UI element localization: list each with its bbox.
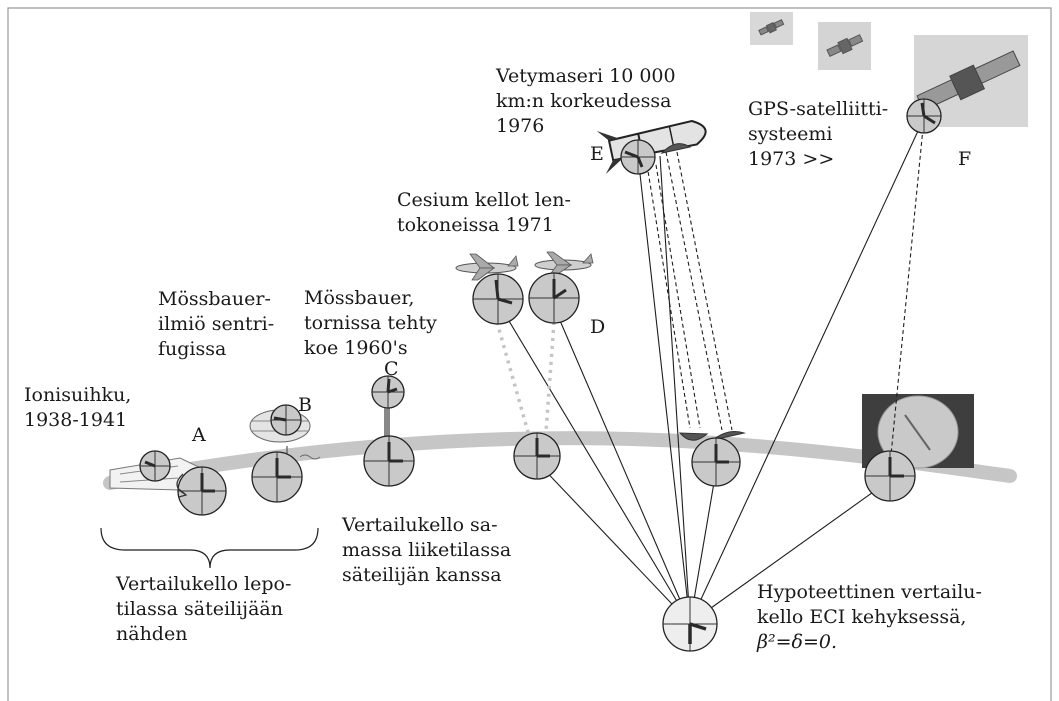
clock-d-ground — [513, 432, 561, 480]
label-cesium-airplanes: Cesium kellot len- tokoneissa 1971 — [397, 189, 571, 236]
point-label-b: B — [298, 394, 312, 416]
point-label-a: A — [192, 424, 206, 446]
satellite-icon — [750, 12, 793, 45]
clock-a — [177, 466, 227, 516]
clock-centrifuge — [270, 404, 302, 436]
point-label-e: E — [590, 143, 604, 165]
reference-bracket — [100, 527, 319, 569]
airplane-icon — [455, 253, 519, 281]
label-reference-rest: Vertailukello lepo- tilassa säteilijään … — [116, 573, 292, 645]
clock-f-ground — [864, 450, 916, 502]
clock-e-ground — [691, 437, 741, 487]
label-hypothetical: Hypoteettinen vertailu- kello ECI kehyks… — [757, 581, 982, 628]
clock-c — [363, 435, 415, 487]
point-label-d: D — [590, 316, 606, 338]
label-hydrogen-maser: Vetymaseri 10 000 km:n korkeudessa 1976 — [496, 65, 676, 137]
antenna-dish-icon — [660, 143, 692, 154]
clock-e-rocket — [620, 139, 656, 175]
arrowhead-icon — [178, 489, 188, 498]
clock-f-satellite — [906, 98, 942, 134]
satellite-icon — [818, 22, 871, 70]
airplane-ground-links — [495, 321, 556, 433]
label-mossbauer-centrifuge: Mössbauer- ilmiö sentri- fugissa — [158, 288, 275, 360]
clock-tower-top — [371, 375, 405, 409]
label-ion-beam: Ionisuihku, 1938-1941 — [24, 384, 132, 431]
airplane-icon — [534, 251, 594, 277]
label-hypothetical-formula: β²=δ=0. — [757, 631, 838, 653]
clock-hypothetical-eci — [662, 596, 718, 652]
antenna-dish-icon — [678, 432, 709, 441]
radar-dish-icon — [862, 394, 974, 469]
label-reference-comoving: Vertailukello sa- massa liiketilassa sät… — [342, 514, 512, 586]
clock-airplane-1 — [472, 273, 524, 325]
point-label-c: C — [384, 358, 399, 380]
point-label-f: F — [958, 148, 972, 170]
label-gps-system: GPS-satelliitti- systeemi 1973 >> — [748, 98, 889, 170]
clock-airplane-2 — [528, 272, 580, 324]
label-mossbauer-tower: Mössbauer, tornissa tehty koe 1960's — [304, 287, 437, 359]
clock-ion-beam — [139, 450, 171, 482]
solid-links — [499, 117, 925, 624]
frame-border — [7, 7, 1052, 701]
dashed-links — [646, 127, 924, 456]
clock-b — [251, 451, 303, 503]
